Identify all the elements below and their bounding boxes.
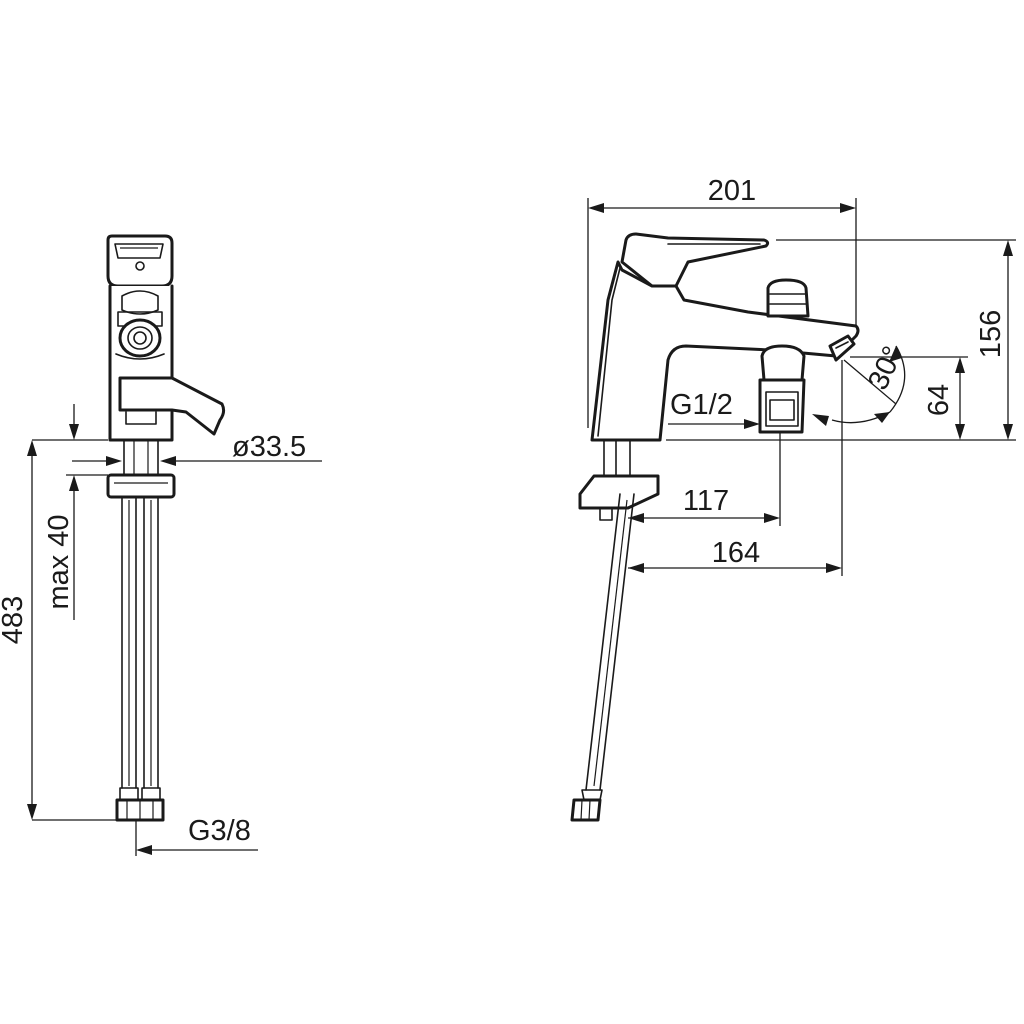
front-hoses	[121, 496, 159, 789]
dim-overall-height-side: 156	[666, 239, 1016, 441]
dim-label-30deg: 30°	[862, 342, 910, 395]
dim-label-64: 64	[923, 384, 955, 416]
dim-overall-length: 201	[587, 175, 857, 428]
dim-overall-height: 483	[0, 439, 117, 821]
dim-outlet-reach: 117	[628, 432, 781, 526]
side-hose	[585, 493, 635, 791]
dim-label-117: 117	[683, 485, 729, 517]
dim-label-g38: G3/8	[188, 815, 251, 847]
side-shower-outlet	[758, 344, 806, 434]
side-view: 201 156 64 30°	[570, 175, 1016, 822]
dim-label-diameter: ø33.5	[232, 431, 306, 463]
front-hose-nuts	[115, 787, 165, 822]
dim-label-483: 483	[0, 596, 29, 644]
side-diverter-knob	[766, 278, 810, 318]
side-mounting-plate	[578, 474, 660, 510]
front-handle-dot	[135, 261, 145, 271]
dim-label-156: 156	[975, 310, 1007, 358]
side-handle-lever	[620, 232, 770, 288]
dim-label-164: 164	[712, 537, 760, 569]
dim-body-diameter: ø33.5	[72, 431, 322, 466]
dim-label-g12: G1/2	[670, 389, 733, 421]
dim-label-201: 201	[708, 175, 756, 207]
side-hose-nut	[570, 789, 603, 822]
front-popup-lever	[118, 376, 226, 436]
dim-outlet-thread: G1/2	[668, 389, 760, 429]
dim-mount-thickness: max 40	[43, 404, 108, 620]
dim-label-max40: max 40	[43, 514, 75, 609]
front-handle-recess	[114, 243, 164, 259]
front-aerator	[118, 318, 162, 358]
dim-connection-thread: G3/8	[135, 815, 258, 856]
dim-spout-height: 64	[850, 356, 968, 440]
front-view: 483 max 40 ø33.5 G3/8	[0, 234, 322, 856]
dim-aerator-reach: 164	[628, 360, 843, 576]
side-aerator	[828, 334, 856, 362]
front-body	[108, 284, 174, 442]
front-mounting-plate	[106, 473, 176, 499]
